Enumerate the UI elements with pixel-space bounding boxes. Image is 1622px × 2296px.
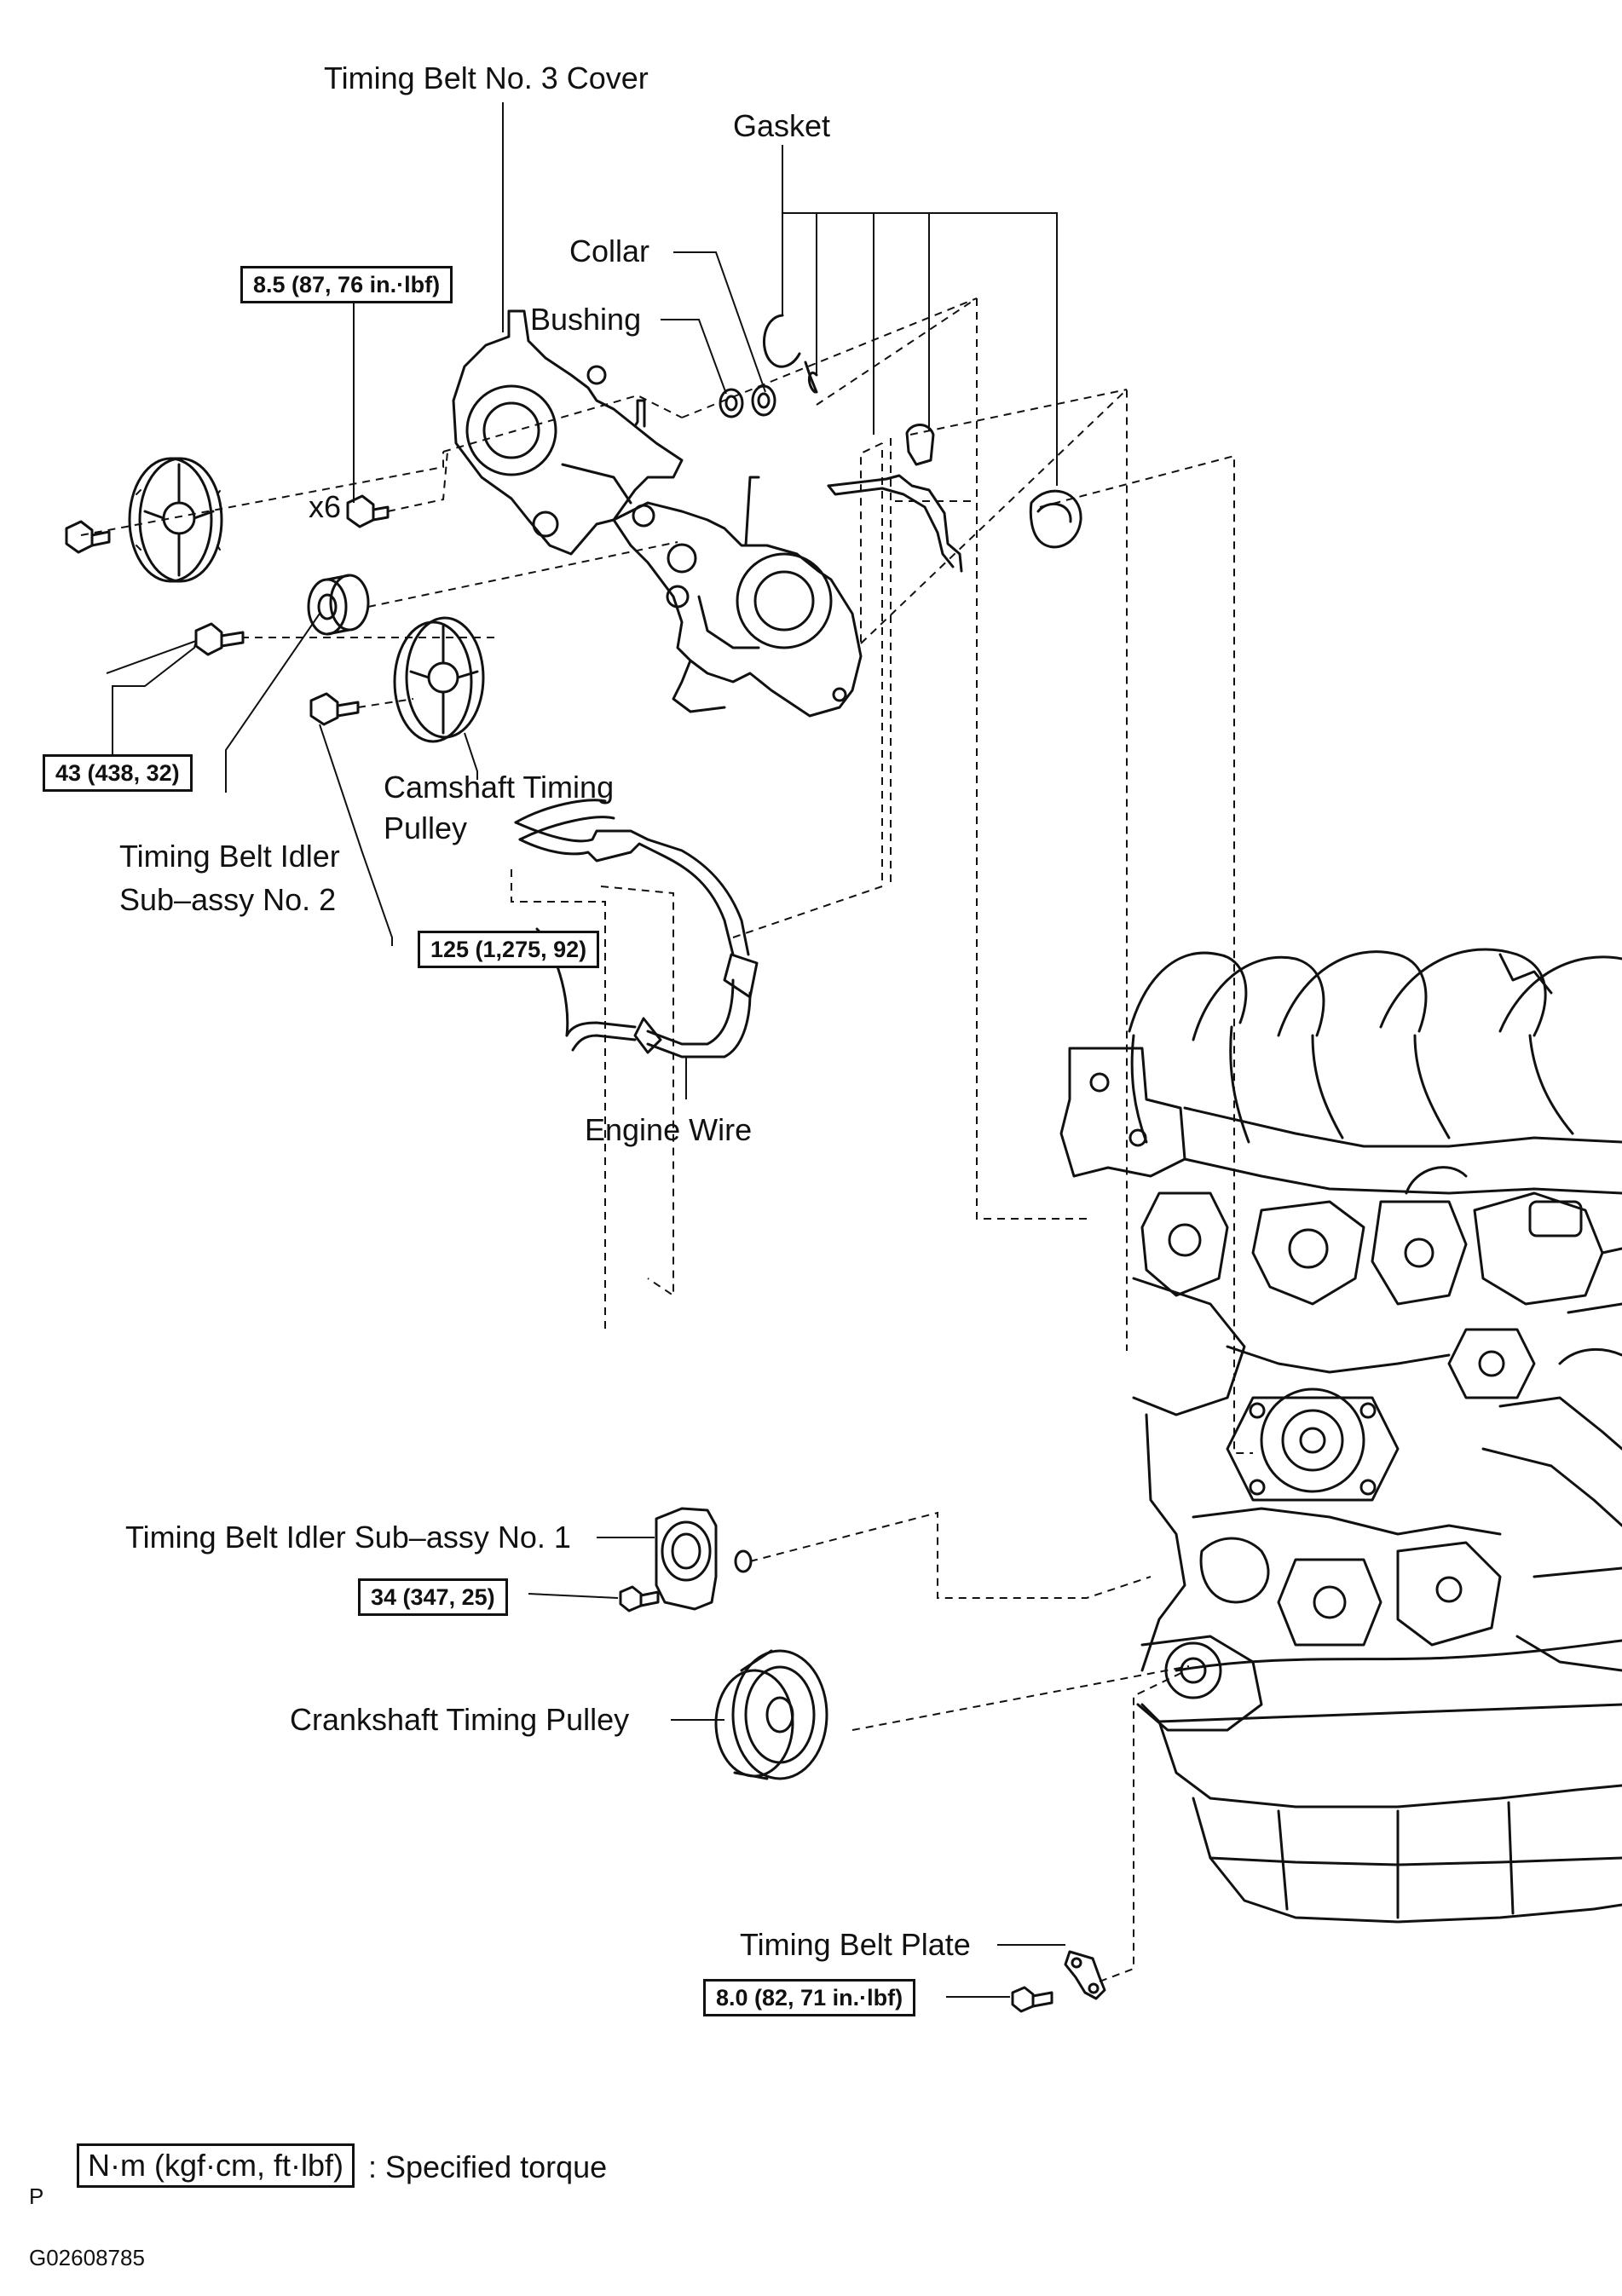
torque-idler-no1-bolt: 34 (347, 25): [358, 1578, 508, 1616]
bolts-drawing: [65, 494, 1053, 2013]
label-idler-no1: Timing Belt Idler Sub–assy No. 1: [125, 1520, 571, 1555]
footer-letter: P: [29, 2184, 44, 2209]
idler-no2-drawing: [307, 574, 370, 636]
legend-text: : Specified torque: [368, 2149, 608, 2184]
label-bushing: Bushing: [530, 302, 642, 337]
label-camshaft-timing-pulley-line1: Camshaft Timing: [384, 770, 615, 805]
idler-no1-drawing: [655, 1507, 753, 1611]
label-gasket: Gasket: [733, 108, 831, 143]
engine-wire-drawing: [514, 799, 759, 1059]
crankshaft-pulley-drawing: [714, 1649, 828, 1780]
timing-belt-plate-drawing: [1064, 1950, 1106, 2000]
camshaft-pulley-upper-drawing: [128, 457, 223, 583]
seals-drawing: [719, 314, 1082, 573]
label-idler-no2-line2: Sub–assy No. 2: [119, 882, 337, 917]
torque-camshaft-pulley-bolt: 125 (1,275, 92): [418, 931, 600, 968]
engine-block-drawing: [1059, 948, 1622, 1924]
label-idler-no2-line1: Timing Belt Idler: [119, 839, 340, 874]
label-engine-wire: Engine Wire: [585, 1112, 753, 1147]
figure-code: G02608785: [29, 2245, 145, 2270]
torque-cover-bolts: 8.5 (87, 76 in.·lbf): [240, 266, 453, 303]
torque-timing-belt-plate-bolt: 8.0 (82, 71 in.·lbf): [703, 1979, 916, 2016]
label-crankshaft-timing-pulley: Crankshaft Timing Pulley: [290, 1702, 630, 1737]
legend-unit-box: N·m (kgf·cm, ft·lbf): [77, 2143, 355, 2188]
timing-belt-no3-cover-drawing: [452, 309, 863, 718]
label-camshaft-timing-pulley-line2: Pulley: [384, 811, 468, 845]
torque-idler-no2-bolt: 43 (438, 32): [43, 754, 193, 792]
camshaft-pulley-lower-drawing: [393, 616, 485, 743]
label-timing-belt-plate: Timing Belt Plate: [740, 1927, 971, 1962]
label-timing-belt-no3-cover: Timing Belt No. 3 Cover: [324, 61, 649, 95]
label-bolt-count: x6: [309, 489, 342, 524]
label-collar: Collar: [569, 234, 650, 268]
